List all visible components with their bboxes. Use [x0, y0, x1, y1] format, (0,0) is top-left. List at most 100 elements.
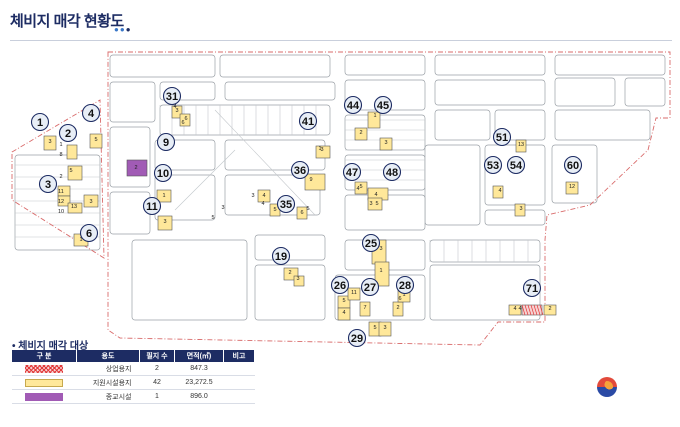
parcel-support-facility: [347, 287, 361, 301]
lot-number-label: 4: [518, 306, 521, 312]
lot-number-label: 6: [184, 116, 187, 122]
district-marker-circle: [162, 86, 182, 106]
parcel-support-facility: [515, 139, 527, 153]
legend-row: 상업용지 2 847.3: [12, 362, 255, 376]
lot-number-label: 2: [359, 130, 362, 136]
district-boundary: [11, 51, 671, 346]
parcel-support-facility: [514, 203, 526, 217]
lot-number-label: 3: [383, 325, 386, 331]
district-marker: 45: [373, 95, 393, 115]
city-block: [434, 79, 546, 106]
parcel-support-facility: [43, 135, 57, 151]
lot-number-label: 2: [288, 270, 291, 276]
district-marker-circle: [361, 233, 381, 253]
legend-header-area: 면적(㎡): [174, 350, 224, 362]
lot-number-label: 4: [374, 192, 377, 198]
district-marker-label: 2: [65, 128, 71, 140]
city-block: [344, 54, 426, 76]
diagonal-road: [214, 109, 316, 216]
hatch-line: [527, 304, 532, 316]
district-marker-circle: [38, 174, 58, 194]
district-marker-label: 26: [334, 280, 346, 292]
district-marker-label: 35: [280, 199, 292, 211]
district-marker-label: 31: [166, 91, 178, 103]
lot-number-label: 4: [513, 306, 516, 312]
lot-number-label: 6: [398, 296, 401, 302]
legend-title: • 체비지 매각 대상: [12, 341, 89, 352]
district-marker-label: 6: [86, 228, 92, 240]
district-marker-label: 27: [364, 282, 376, 294]
lot-number-label: 2: [396, 305, 399, 311]
district-marker-circle: [290, 160, 310, 180]
legend-swatch-commercial: [12, 362, 77, 376]
district-marker-circle: [330, 275, 350, 295]
district-marker: 19: [271, 246, 291, 266]
district-marker-label: 19: [275, 251, 287, 263]
parcel-commercial: [521, 304, 543, 316]
hatch-line: [539, 304, 544, 316]
lot-number-label: 5: [342, 298, 345, 304]
hatch-line: [530, 304, 535, 316]
parcel-support-facility: [367, 111, 381, 129]
lot-number-label: 4: [356, 186, 359, 192]
district-marker: 53: [483, 155, 503, 175]
parcel-support-facility: [179, 113, 191, 127]
lot-number-label: 4: [262, 193, 265, 199]
lot-number-label: 5: [69, 168, 72, 174]
parcel-religious: [126, 159, 148, 177]
district-marker: 47: [342, 162, 362, 182]
lot-number-label: 11: [58, 189, 64, 195]
parcel-support-facility: [89, 133, 103, 149]
district-marker: 54: [506, 155, 526, 175]
district-marker-label: 51: [496, 132, 508, 144]
lot-number-label: 5: [273, 207, 276, 213]
district-marker-circle: [342, 162, 362, 182]
lot-number-label: 7: [363, 305, 366, 311]
district-marker: 29: [347, 328, 367, 348]
district-marker-label: 29: [351, 333, 363, 345]
parcel-support-facility: [354, 181, 368, 195]
city-block: [554, 77, 616, 107]
district-marker: 27: [360, 277, 380, 297]
lot-number-label: 6: [300, 210, 303, 216]
lot-number-label: 8: [59, 152, 62, 158]
hatch-line: [524, 304, 529, 316]
yellow-swatch: [25, 378, 64, 387]
district-marker: 71: [522, 278, 542, 298]
district-marker-circle: [360, 277, 380, 297]
district-marker-circle: [347, 328, 367, 348]
page-title: 체비지 매각 현황도: [10, 13, 124, 30]
legend-use: 지원시설용지: [76, 375, 140, 390]
hatch-line: [533, 304, 538, 316]
parcel-support-facility: [57, 195, 71, 207]
legend-row: 지원시설용지 42 23,272.5: [12, 375, 255, 390]
lot-number-label: 4: [342, 310, 345, 316]
parcel-support-facility: [378, 321, 392, 337]
district-marker: 6: [79, 223, 99, 243]
lot-number-label: 9: [309, 177, 312, 183]
legend-swatch-religious: [12, 389, 77, 404]
legend-count: 2: [139, 362, 175, 376]
lot-number-label: 3: [221, 205, 224, 211]
city-block: [131, 239, 248, 321]
district-marker: 9: [156, 132, 176, 152]
district-marker-label: 25: [365, 238, 377, 250]
lot-number-label: 3: [89, 199, 92, 205]
district-marker-circle: [563, 155, 583, 175]
city-block: [219, 54, 331, 78]
district-marker-circle: [276, 194, 296, 214]
district-marker-circle: [483, 155, 503, 175]
district-marker-circle: [81, 103, 101, 123]
district-marker-circle: [373, 95, 393, 115]
city-block: [109, 54, 216, 78]
lot-number-label: 4: [173, 104, 176, 110]
district-marker-label: 3: [45, 179, 51, 191]
lot-number-label: 3: [251, 193, 254, 199]
city-block: [429, 239, 541, 263]
district-marker: 48: [382, 162, 402, 182]
district-marker-label: 45: [377, 100, 389, 112]
city-block: [224, 81, 336, 101]
lot-number-label: 5: [211, 215, 214, 221]
district-marker-label: 41: [302, 116, 314, 128]
